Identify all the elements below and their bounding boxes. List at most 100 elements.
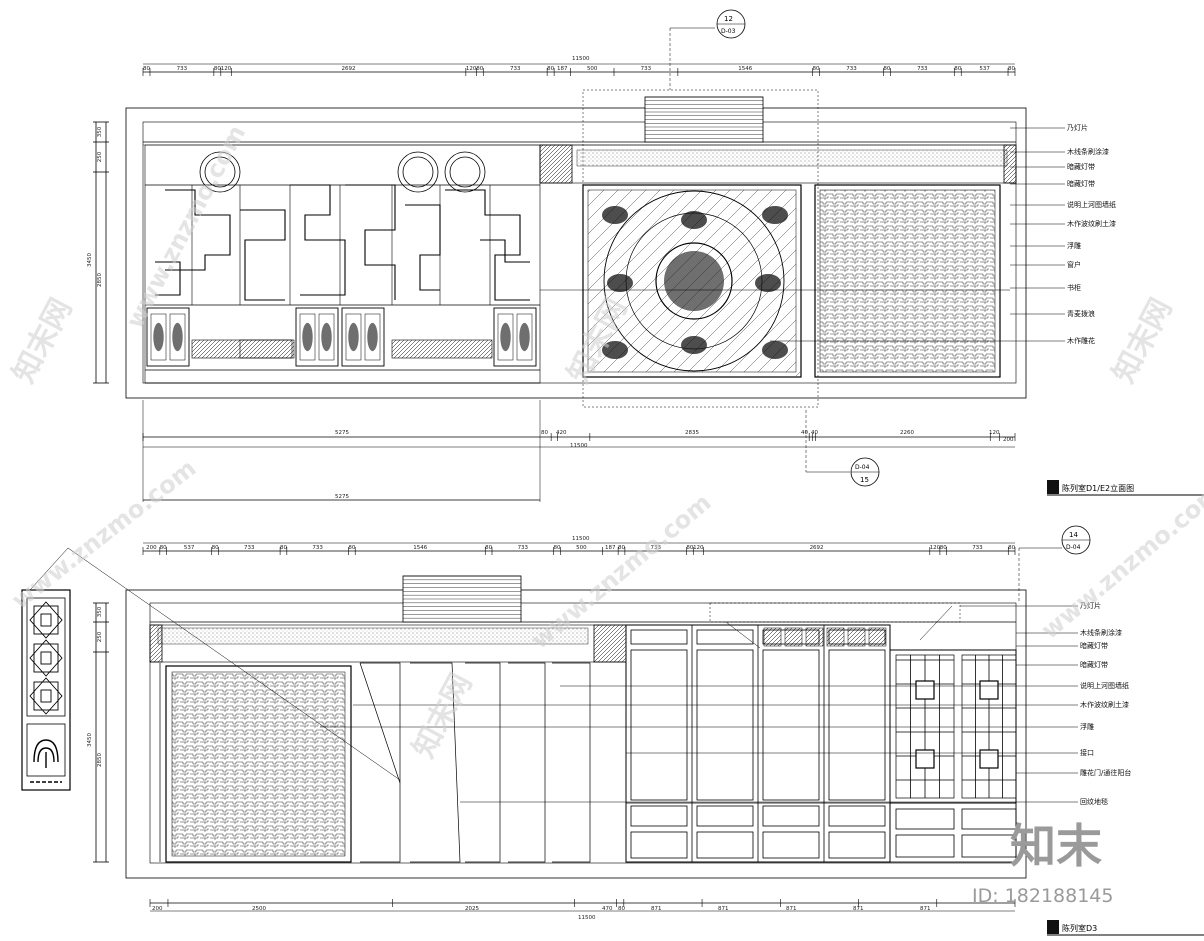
wall-panel [828, 649, 886, 801]
top-right-wave-panel [814, 184, 1001, 378]
annotation-note: 木作波纹刷土漆 [1080, 700, 1129, 709]
dim-label: 733 [177, 66, 188, 72]
lattice-fret [290, 184, 346, 296]
top-section-callout-15: D-04 15 [805, 410, 880, 487]
dim-label: 537 [184, 545, 195, 551]
lattice-fret [155, 261, 181, 296]
top-bottom-dim-8: 120 [989, 430, 1000, 436]
bottom-outer-frame [125, 589, 1027, 879]
wall-panel [630, 831, 688, 859]
annotation-note: 回纹地毯 [1080, 797, 1108, 806]
wall-panel [696, 805, 754, 827]
screen-hatch [715, 291, 797, 373]
screen-hatch [587, 189, 605, 207]
annotation-note: 木作雕花 [1067, 336, 1095, 345]
bottom-ceiling-box [149, 575, 961, 663]
watermark-url-1: www.znzmo.com [121, 121, 252, 333]
wall-panel [828, 805, 886, 827]
bottom-side-dim-4: 3450 [87, 733, 93, 747]
door-panel [150, 313, 167, 361]
cabinet-door [341, 307, 385, 367]
door-panel [345, 313, 362, 361]
bottom-left-wave-panel [165, 665, 352, 863]
wall-panel [630, 649, 688, 801]
bottom-paneled-wall [625, 624, 1016, 863]
dim-label: 80 [476, 66, 483, 72]
screen-hatch [587, 189, 661, 263]
door-panel [364, 313, 381, 361]
annotation-note: 暗藏灯带 [1067, 162, 1095, 171]
detail-diamond [29, 677, 63, 715]
dim-label: 80 [813, 66, 820, 72]
annotation-note: 接口 [1080, 748, 1094, 757]
dim-label: 80 [143, 66, 150, 72]
wall-panel [630, 805, 688, 827]
screen-hatch [771, 347, 797, 373]
annotation-note: 窗户 [1067, 260, 1081, 269]
dim-label: 80 [940, 545, 947, 551]
dim-label: 2692 [342, 66, 356, 72]
top-bottom-dim-7: 2260 [900, 430, 914, 436]
callout-14-number: 14 [1069, 531, 1078, 539]
bottom-section-callout-14: 14 D-04 [1018, 525, 1091, 603]
wall-panel [630, 629, 688, 645]
dim-label: 80 [160, 545, 167, 551]
annotation-note: 青麦拨浪 [1067, 309, 1095, 318]
lattice-fret [445, 189, 530, 301]
bottom-bottom-total: 11500 [578, 915, 596, 921]
dim-label: 537 [979, 66, 990, 72]
watermark-cn-3: 知末网 [1106, 293, 1179, 389]
detail-diamond [29, 601, 63, 639]
top-bottom-lower-dim: 5275 [335, 494, 349, 500]
dim-label: 80 [686, 545, 693, 551]
dim-label: 733 [518, 545, 529, 551]
dim-label: 120 [930, 545, 941, 551]
top-bottom-dim-3: 420 [556, 430, 567, 436]
detail-core [40, 689, 52, 703]
lattice-fret [345, 184, 396, 300]
top-bottom-dim-5: 40 [801, 430, 808, 436]
wall-panel [762, 805, 820, 827]
lattice-door-detail [21, 547, 401, 791]
door-carving [172, 322, 183, 352]
watermark-brand: 知末 [1010, 819, 1102, 873]
top-elevation-title: 陈列室D1/E2立面图 [1047, 480, 1204, 496]
bottom-bottom-dim-3: 2025 [465, 906, 479, 912]
bottom-side-dim-3: 2850 [97, 753, 103, 767]
top-side-dim-1: 350 [97, 126, 103, 137]
callout-14-ref: D-04 [1066, 544, 1081, 551]
bottom-side-dim-2: 250 [97, 631, 103, 642]
bottom-bottom-dim-7: 871 [718, 906, 729, 912]
dim-label: 733 [972, 545, 983, 551]
top-bottom-dim-9: 200 [1003, 437, 1014, 443]
door-carving [519, 322, 530, 352]
screen-hatch [785, 361, 797, 373]
top-bottom-dim-1: 5275 [335, 430, 349, 436]
carved-ornament [602, 341, 628, 359]
carved-ornament [762, 341, 788, 359]
lattice-fret [405, 204, 441, 291]
door-carving [153, 322, 164, 352]
dim-label: 187 [557, 66, 568, 72]
dim-label: 500 [576, 545, 587, 551]
top-side-dim-4: 3450 [87, 253, 93, 267]
lattice-square [915, 680, 935, 700]
bottom-bottom-dim-4: 470 [602, 906, 613, 912]
top-elevation-title-text: 陈列室D1/E2立面图 [1062, 483, 1134, 493]
annotation-note: 木线条刷涂漆 [1080, 628, 1122, 637]
carved-ornament [607, 274, 633, 292]
door-carving [321, 322, 332, 352]
watermark-cn-1: 知末网 [6, 293, 79, 389]
bottom-bottom-dim-10: 871 [920, 906, 931, 912]
top-outer-frame [125, 107, 1027, 399]
callout-12-number: 12 [724, 15, 733, 23]
annotation-note: 乃灯片 [1067, 123, 1088, 132]
bottom-overall-dim: 11500 [572, 536, 590, 542]
lattice-fret [240, 209, 286, 301]
dim-label: 80 [1008, 545, 1015, 551]
screen-hatch [587, 189, 675, 277]
screen-hatch [795, 371, 801, 377]
dim-label: 500 [587, 66, 598, 72]
